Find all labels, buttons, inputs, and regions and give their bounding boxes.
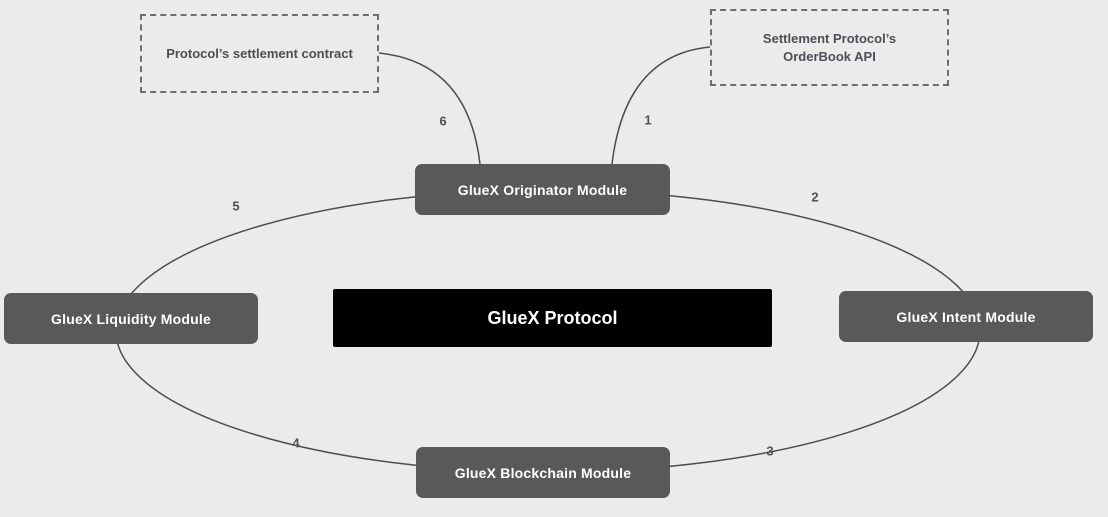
connector-orderbook-api-to-originator — [611, 46, 711, 165]
connector-originator-to-settlement-contract — [378, 52, 481, 165]
flow-step-3-label: 3 — [766, 443, 774, 459]
flow-step-4-label: 4 — [292, 435, 300, 451]
settlement-contract-node: Protocol’s settlement contract — [140, 14, 379, 93]
originator-module-node: GlueX Originator Module — [415, 164, 670, 215]
flow-step-6-label: 6 — [439, 113, 447, 129]
orderbook-api-node: Settlement Protocol’s OrderBook API — [710, 9, 949, 86]
settlement-contract-label: Protocol’s settlement contract — [166, 45, 353, 61]
flow-step-2-label: 2 — [811, 189, 819, 205]
orderbook-api-label: Settlement Protocol’s OrderBook API — [763, 30, 896, 65]
originator-module-label: GlueX Originator Module — [457, 181, 628, 198]
orderbook-api-label-line1: Settlement Protocol’s — [762, 30, 897, 46]
blockchain-module-label: GlueX Blockchain Module — [454, 464, 632, 481]
gluex-protocol-node: GlueX Protocol — [333, 289, 772, 347]
intent-module-node: GlueX Intent Module — [839, 291, 1093, 342]
gluex-protocol-label: GlueX Protocol — [487, 307, 618, 328]
liquidity-module-label: GlueX Liquidity Module — [51, 310, 211, 327]
flow-step-1-label: 1 — [644, 112, 652, 128]
flow-step-5-label: 5 — [232, 198, 240, 214]
liquidity-module-node: GlueX Liquidity Module — [4, 293, 258, 344]
orderbook-api-label-line2: OrderBook API — [783, 48, 876, 64]
intent-module-label: GlueX Intent Module — [896, 308, 1036, 325]
blockchain-module-node: GlueX Blockchain Module — [416, 447, 670, 498]
